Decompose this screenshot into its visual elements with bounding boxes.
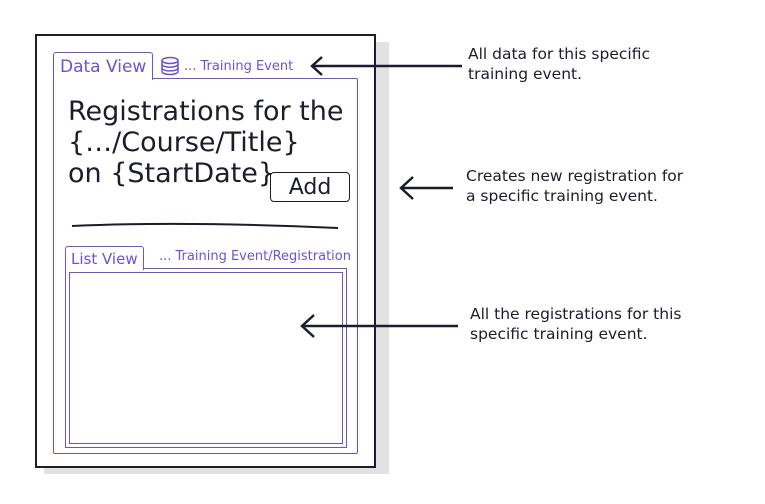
arrow-left-icon (310, 56, 462, 76)
list-view-tab-label: List View (71, 249, 138, 268)
divider (71, 222, 339, 229)
list-view-tab: List View (65, 246, 144, 270)
arrow-left-icon (300, 314, 458, 338)
annotation-line: Creates new registration for (466, 167, 684, 185)
data-view-tab: Data View (53, 52, 154, 80)
data-view-tab-label: Data View (60, 56, 147, 77)
list-view-container (65, 268, 347, 448)
arrow-left-icon (399, 176, 453, 200)
data-view-container (53, 78, 358, 454)
title-line: on {StartDate} (68, 158, 276, 189)
annotation-line: specific training event. (470, 325, 648, 343)
annotation-line: All the registrations for this (470, 305, 682, 323)
list-view-content (69, 272, 343, 444)
annotation-line: a specific training event. (466, 187, 658, 205)
annotation-line: training event. (468, 65, 583, 83)
add-button[interactable]: Add (270, 172, 350, 202)
database-icon (160, 56, 180, 76)
annotation-add: Creates new registration for a specific … (466, 166, 683, 206)
list-view-context-path: ... Training Event/Registration (159, 249, 351, 264)
annotation-line: All data for this specific (468, 45, 650, 63)
title-line: Registrations for the (68, 96, 344, 127)
title-line: {…/Course/Title} (68, 127, 300, 158)
annotation-list: All the registrations for this specific … (470, 304, 681, 344)
page-title: Registrations for the {…/Course/Title} o… (68, 96, 358, 189)
data-view-context-path: ... Training Event (184, 58, 294, 74)
data-view-context: ... Training Event (160, 56, 298, 76)
annotation-data: All data for this specific training even… (468, 44, 650, 84)
